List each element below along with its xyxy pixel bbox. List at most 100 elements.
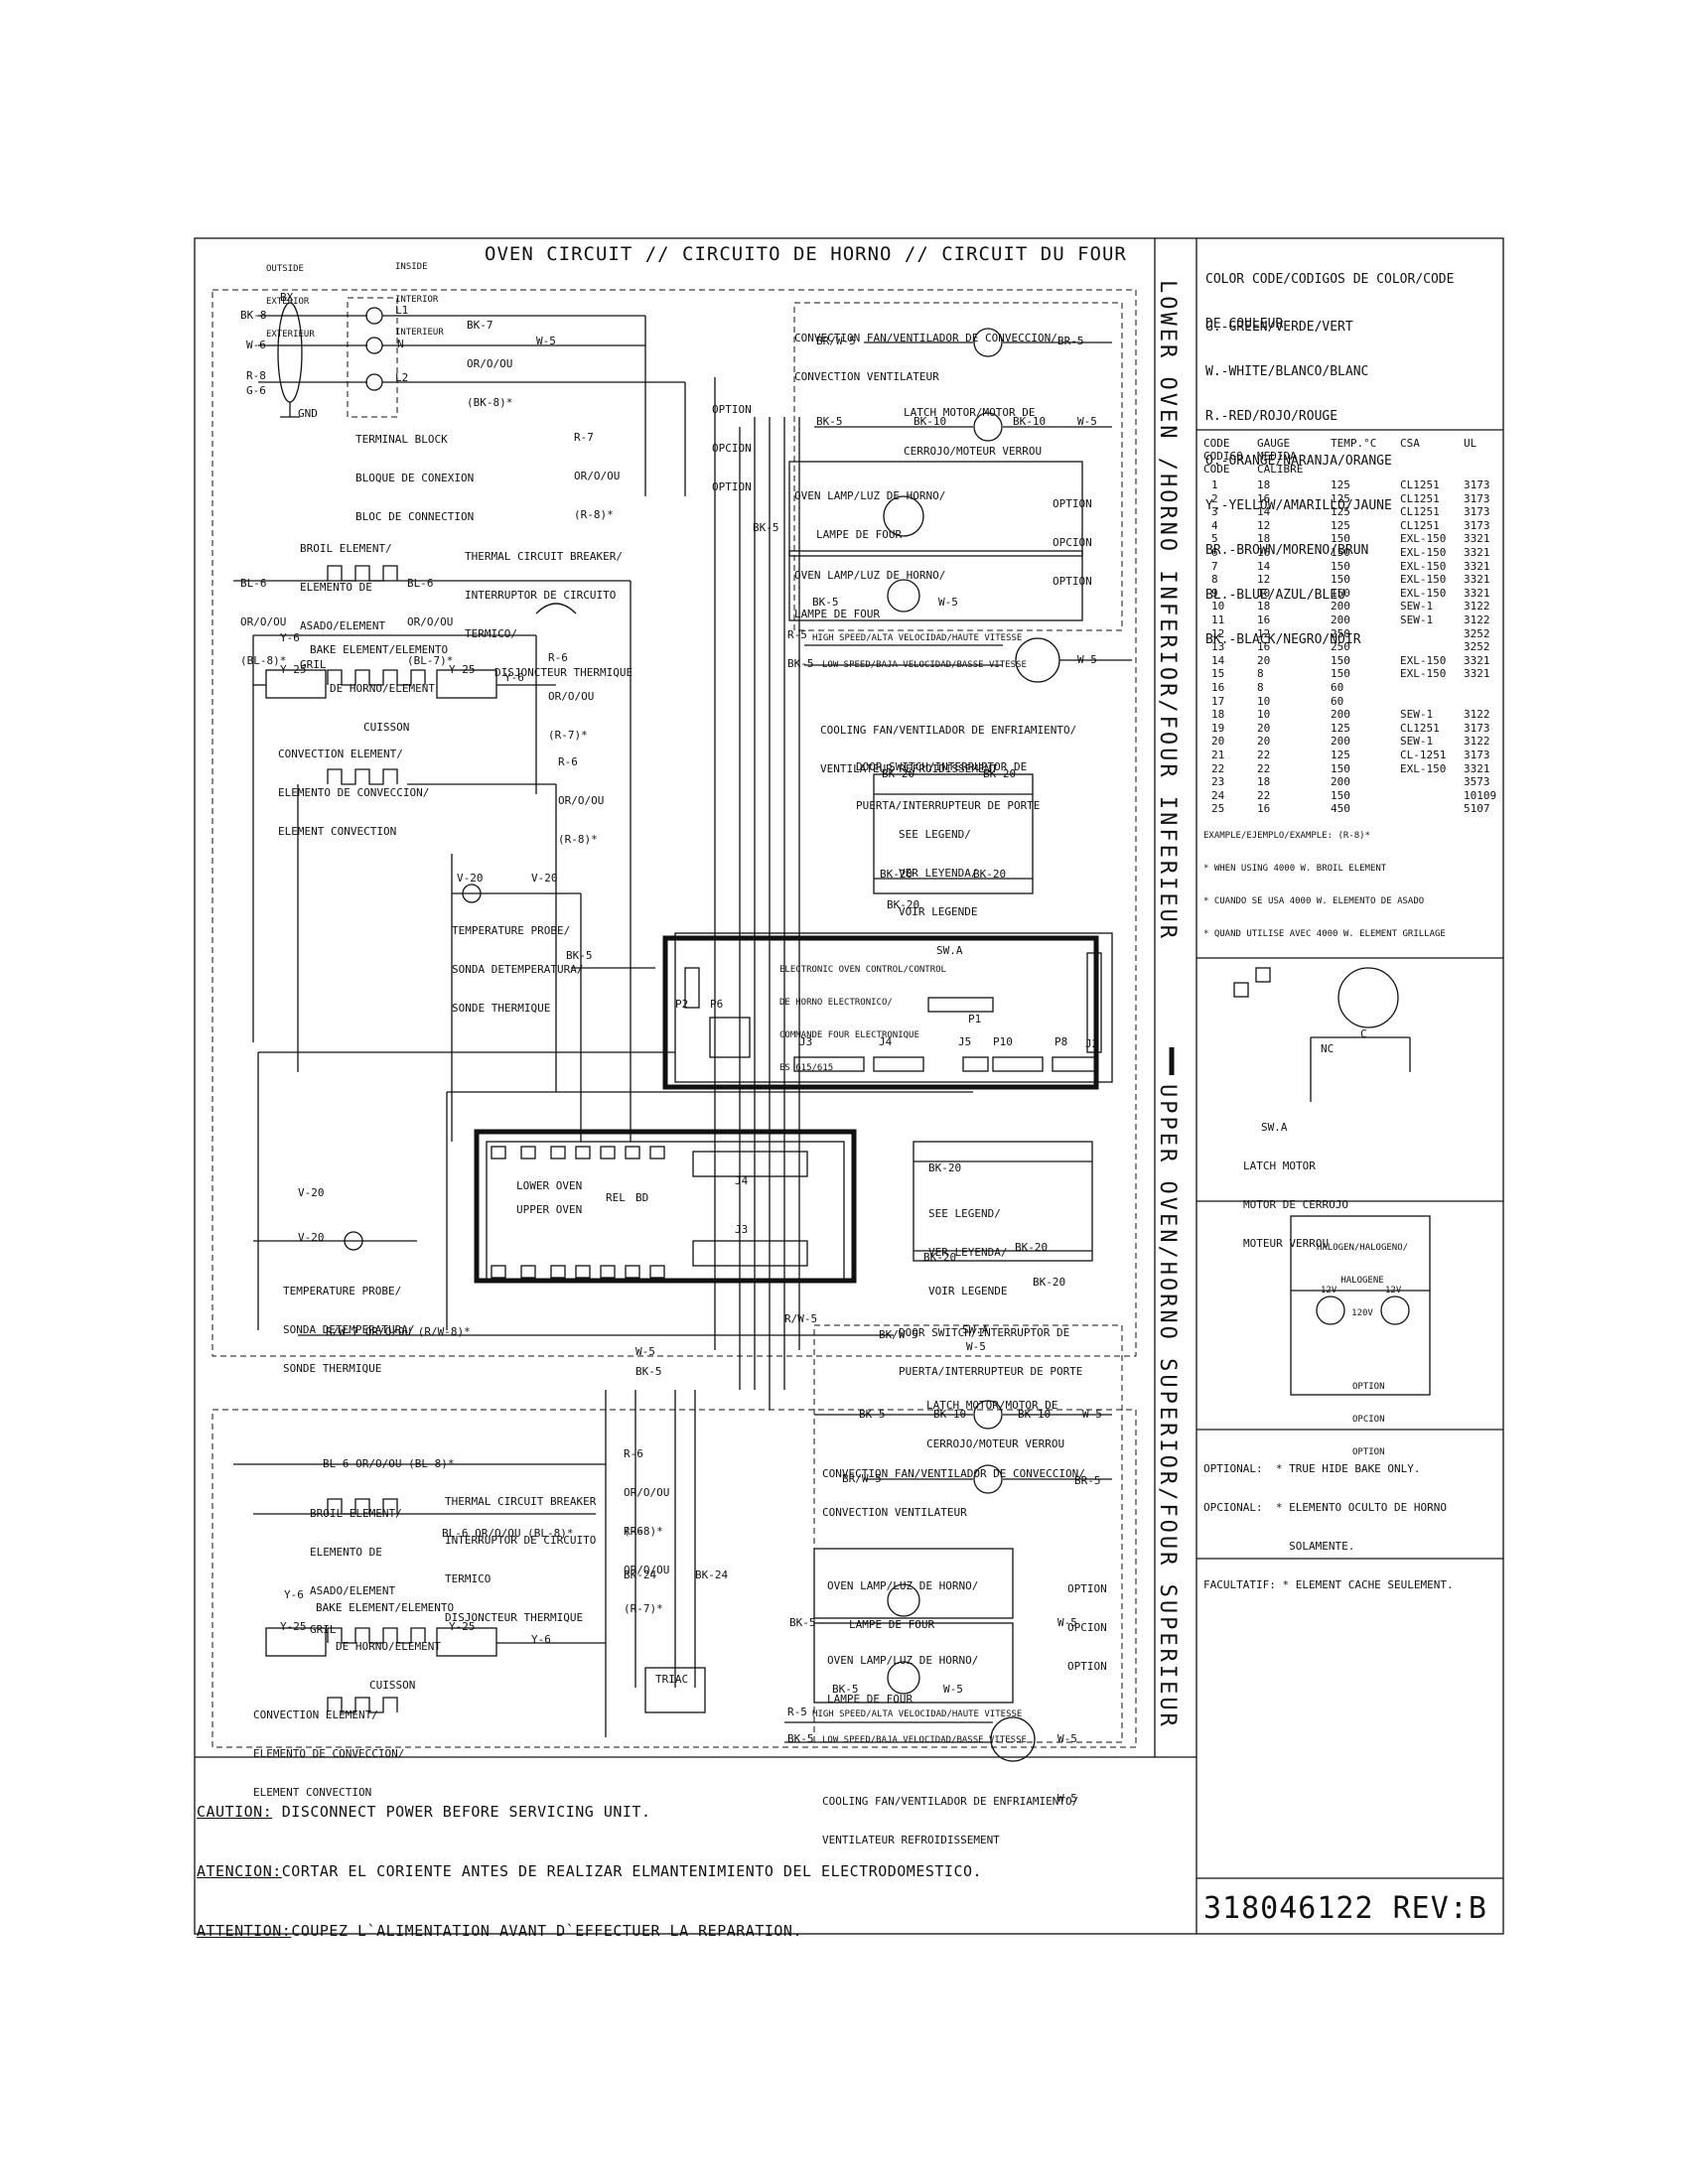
gauge-cell: 24 [1211, 788, 1225, 802]
legend-line: VOIR LEGENDE [899, 905, 978, 918]
label-thermal-breaker: THERMAL CIRCUIT BREAKER/ INTERRUPTOR DE … [465, 524, 633, 692]
gauge-cell: 6 [1211, 546, 1218, 559]
label-latch-motor-b: LATCH MOTOR/MOTOR DE CERROJO/MOTEUR VERR… [926, 1373, 1064, 1463]
label-w5-fan: W-5 [1077, 653, 1097, 666]
temp-probe-b-line: TEMPERATURE PROBE/ [283, 1285, 402, 1297]
conv-el-line: ELEMENT CONVECTION [278, 825, 397, 838]
gauge-cell: 17 [1211, 694, 1225, 708]
gauge-cell: 3122 [1464, 708, 1490, 722]
label-y6-d: Y-6 [531, 1633, 551, 1646]
label-y6-a: Y-6 [280, 631, 300, 644]
oven-lamp-c-line: OVEN LAMP/LUZ DE HORNO/ [827, 1579, 979, 1592]
gauge-cell: 22 [1257, 788, 1271, 802]
latch-motor-fr: MOTEUR VERROU [1243, 1237, 1330, 1250]
label-r6-b: R-6 OR/O/OU (R-8)* [558, 730, 604, 859]
outside-label-es: EXTERIOR [266, 297, 310, 307]
label-convection-element-b: CONVECTION ELEMENT/ ELEMENTO DE CONVECCI… [253, 1683, 404, 1812]
bl6-line: (BL-8)* [240, 654, 287, 667]
r6a-line: OR/O/OU [548, 690, 595, 703]
gauge-cell: 3321 [1464, 667, 1490, 681]
color-code-entry: BL.-BLUE/AZUL/BLEU [1205, 588, 1345, 603]
label-oven-lamp-b: OVEN LAMP/LUZ DE HORNO/ LAMPE DE FOUR [794, 543, 945, 633]
halogen-12v-a: 12V [1321, 1286, 1337, 1296]
label-terminal-block: TERMINAL BLOCK BLOQUE DE CONEXION BLOC D… [355, 407, 474, 536]
label-brw5: BR/W-5 [816, 335, 856, 347]
gauge-cell: 3321 [1464, 586, 1490, 600]
label-l2: L2 [395, 371, 409, 384]
optional-note-line: OPTIONAL: * TRUE HIDE BAKE ONLY. [1203, 1462, 1421, 1475]
label-r5-b: R-5 [787, 1706, 807, 1718]
cooling-fan-b-line: VENTILATEUR REFROIDISSEMENT [822, 1834, 1000, 1846]
label-bk20-i: BK-20 [1033, 1276, 1066, 1289]
eoc-line: COMMANDE FOUR ELECTRONIQUE [779, 1030, 919, 1040]
color-code-heading-line2: DE COULEUR [1205, 317, 1284, 332]
option-b-line: OPTION [1053, 575, 1092, 588]
temp-probe-b-line: SONDA DETEMPERATURA/ [283, 1323, 415, 1336]
latch-motor-es: MOTOR DE CERROJO [1243, 1198, 1348, 1211]
conv-el-b-line: ELEMENTO DE CONVECCION/ [253, 1747, 405, 1760]
gauge-cell: 13 [1211, 640, 1225, 654]
gauge-cell: 3573 [1464, 775, 1490, 789]
label-p1: P1 [968, 1013, 982, 1025]
label-bk8: BK-8 [240, 309, 267, 322]
optional-note-line: SOLAMENTE. [1203, 1540, 1355, 1553]
label-oven-lamp-c: OVEN LAMP/LUZ DE HORNO/ LAMPE DE FOUR [827, 1554, 978, 1644]
label-low-speed-b: LOW SPEED/BAJA VELOCIDAD/BASSE VITESSE [822, 1735, 1027, 1745]
label-see-legend-b: SEE LEGEND/ VER LEYENDA/ VOIR LEGENDE SW… [928, 1181, 1007, 1349]
bake-line: BAKE ELEMENT/ELEMENTO [310, 643, 449, 656]
inside-label-es: INTERIOR [395, 295, 439, 305]
label-low-speed-a: LOW SPEED/BAJA VELOCIDAD/BASSE VITESSE [822, 660, 1027, 670]
gauge-cell: 10 [1211, 600, 1225, 614]
latch-nc: NC [1321, 1042, 1335, 1055]
label-bk5-a: BK-5 [816, 415, 843, 428]
broil-line: ASADO/ELEMENT [300, 619, 386, 632]
gauge-header-medida: MEDIDA [1257, 450, 1297, 463]
label-bk5-f: BK-5 [832, 1683, 859, 1696]
gauge-cell: 16 [1257, 546, 1271, 559]
bk7-line: OR/O/OU [467, 357, 513, 370]
thermal-b-line: INTERRUPTOR DE CIRCUITO [445, 1534, 597, 1547]
label-w5-c: W-5 [966, 1340, 986, 1353]
latch-motor-b-line: LATCH MOTOR/MOTOR DE [926, 1399, 1058, 1412]
triac [644, 1667, 706, 1713]
eoc-line: ELECTRONIC OVEN CONTROL/CONTROL [779, 965, 946, 975]
halogen-heading-line2: HALOGENE [1340, 1276, 1384, 1286]
outside-label-fr: EXTERIEUR [266, 330, 315, 340]
label-w5-lamp: W-5 [938, 596, 958, 609]
label-j4-a: J4 [879, 1035, 893, 1048]
gauge-cell: 14 [1211, 653, 1225, 667]
label-br5: BR-5 [1057, 335, 1084, 347]
label-temp-probe-a: TEMPERATURE PROBE/ SONDA DETEMPERATURA/ … [452, 898, 583, 1027]
label-latch-motor: LATCH MOTOR/MOTOR DE CERROJO/MOTEUR VERR… [904, 380, 1042, 471]
label-bk7: BK-7 OR/O/OU (BK-8)* [467, 293, 512, 422]
bl6b-line: (BL-7)* [407, 654, 454, 667]
r6d-line: (R-7)* [624, 1602, 663, 1615]
gauge-cell: 20 [1257, 653, 1271, 667]
gauge-cell: 8 [1257, 667, 1264, 681]
label-y25-d: Y-25 [449, 1620, 476, 1633]
gauge-header-temp: TEMP.°C [1331, 437, 1377, 450]
label-p6: P6 [710, 998, 724, 1011]
thermal-line: THERMAL CIRCUIT BREAKER/ [465, 550, 623, 563]
label-v20-d: V-20 [298, 1231, 325, 1244]
option-b-line: OPTION [1053, 497, 1092, 510]
label-bake-element: BAKE ELEMENT/ELEMENTO DE HORNO/ELEMENT C… [310, 617, 448, 747]
outside-label-en: OUTSIDE [266, 264, 304, 274]
option-c-line: OPTION [1067, 1582, 1107, 1595]
conv-el-b-line: ELEMENT CONVECTION [253, 1786, 372, 1799]
label-brw5-b: BR/W-5 [842, 1472, 882, 1485]
conv-fan-b-line: CONVECTION FAN/VENTILADOR DE CONVECCION/ [822, 1467, 1085, 1480]
gauge-cell: 125 [1331, 478, 1350, 491]
gauge-cell: 3321 [1464, 761, 1490, 775]
label-bk5-c: BK-5 [635, 1365, 662, 1378]
label-w5-g: W-5 [943, 1683, 963, 1696]
color-code-entry: O.-ORANGE/NARANJA/ORANGE [1205, 454, 1392, 469]
gauge-cell: 150 [1331, 532, 1350, 546]
gauge-cell: 125 [1331, 518, 1350, 532]
halogen-heading-line1: HALOGEN/HALOGENO/ [1316, 1243, 1409, 1253]
label-rw7: R/W-7 OR/O/OU (R/W-8)* [326, 1325, 471, 1338]
r7-line: (R-8)* [574, 508, 614, 521]
label-thermal-breaker-b: THERMAL CIRCUIT BREAKER INTERRUPTOR DE C… [445, 1469, 596, 1637]
gauge-cell: 5107 [1464, 802, 1490, 816]
